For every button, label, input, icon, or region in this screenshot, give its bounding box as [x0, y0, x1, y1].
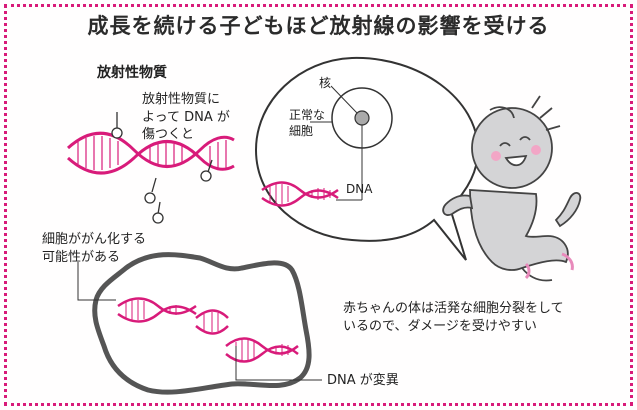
nucleus	[354, 110, 370, 126]
nucleus-label: 核	[319, 76, 332, 90]
radioactive-label: 放射性物質	[97, 65, 167, 81]
radioactive-particle-icon	[111, 112, 213, 224]
dna-damage-label: 放射性物質に よって DNA が 傷つくと	[142, 92, 230, 143]
baby-note-label: 赤ちゃんの体は活発な細胞分裂をして いるので、ダメージを受けやすい	[343, 301, 564, 334]
dna-helix-mutated	[117, 297, 299, 363]
baby-illustration	[442, 95, 582, 282]
cancer-cell-outline	[92, 252, 312, 395]
dna-helix-damaged	[66, 131, 235, 175]
dna-label: DNA	[346, 182, 373, 196]
cancer-risk-label: 細胞ががん化する 可能性がある	[42, 232, 147, 265]
page-title: 成長を続ける子どもほど放射線の影響を受ける	[87, 14, 550, 38]
leader-lines	[77, 262, 322, 381]
dna-mutation-label: DNA が変異	[327, 373, 399, 388]
cell-speech-bubble	[254, 56, 480, 261]
normal-cell-label: 正常な 細胞	[289, 108, 326, 139]
